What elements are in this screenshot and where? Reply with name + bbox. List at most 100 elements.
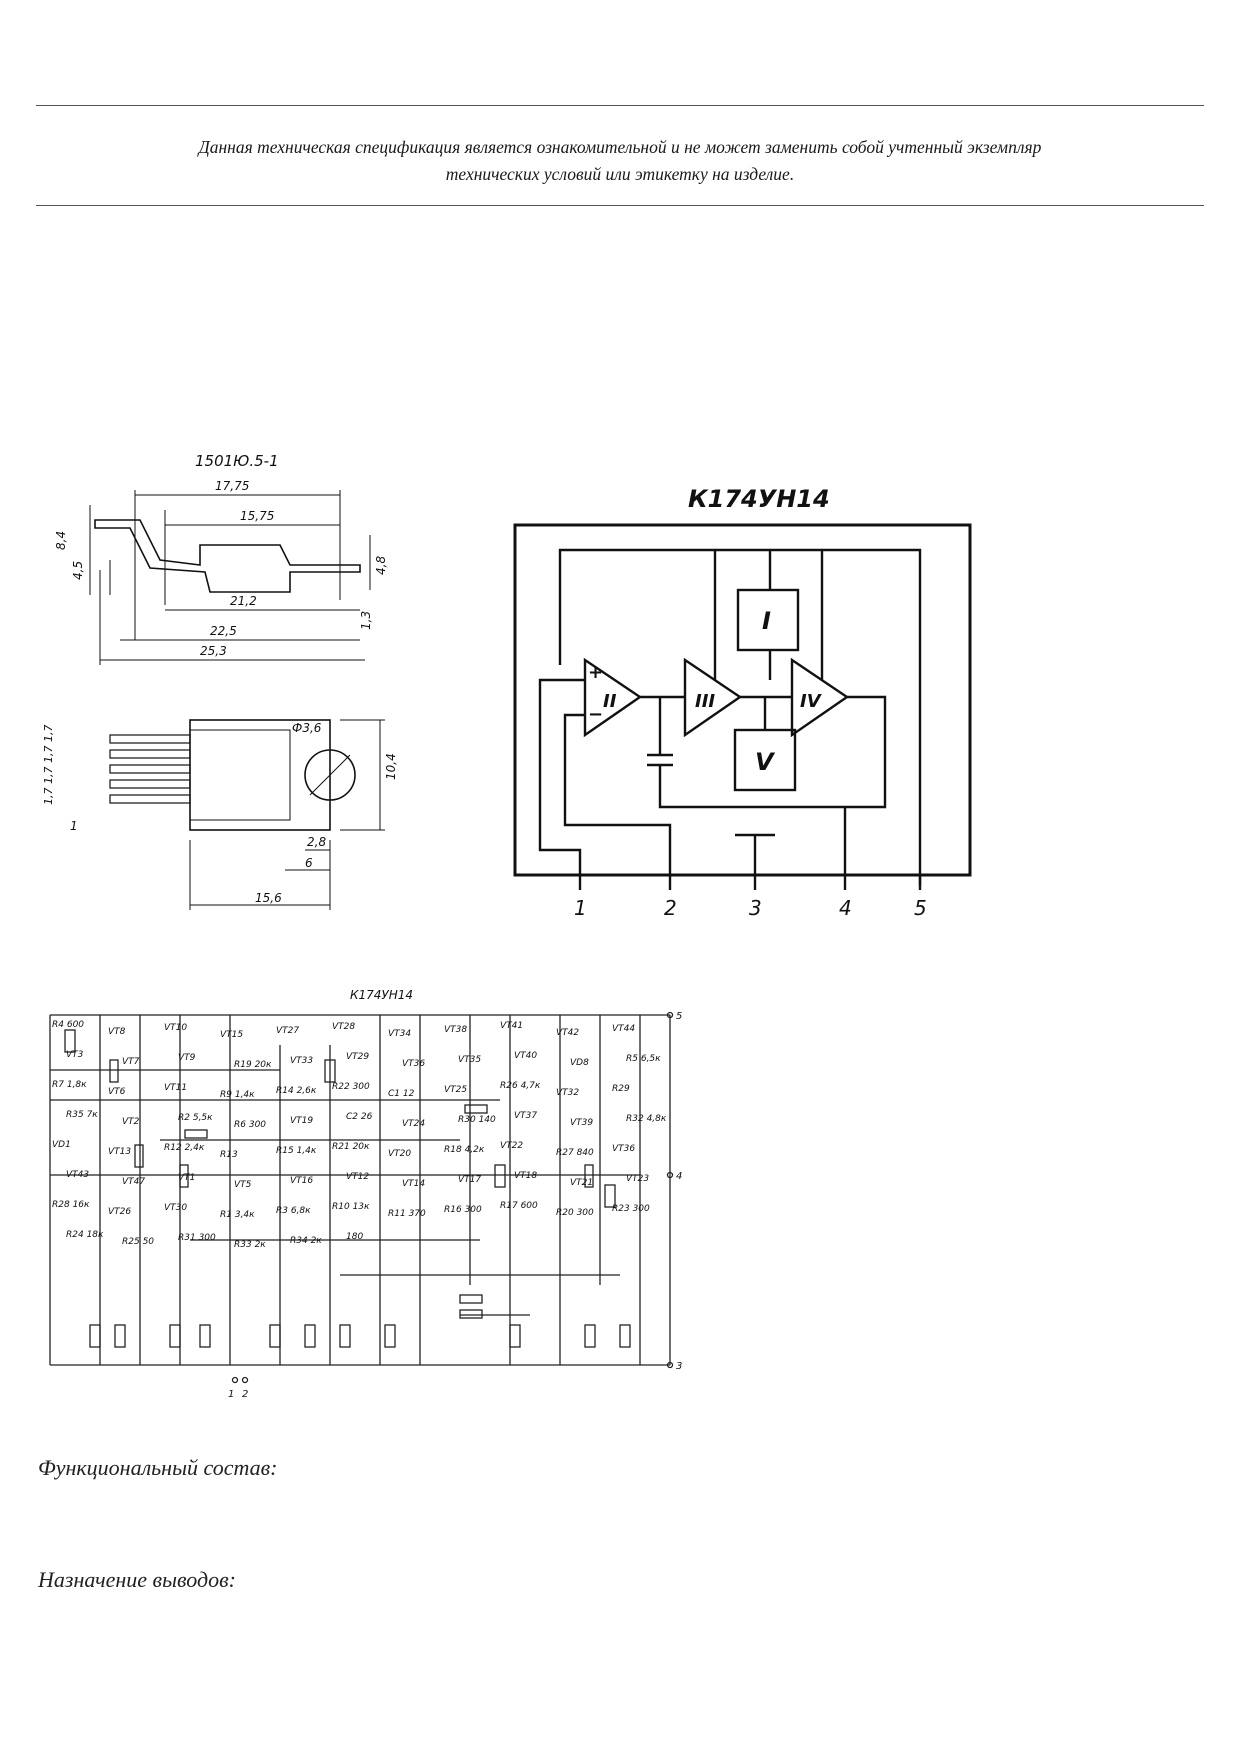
dim-25-3: 25,3 [200, 644, 227, 658]
dim-10-4: 10,4 [384, 753, 398, 780]
schematic-component-label: VT17 [458, 1175, 481, 1185]
schematic-component-label: VT44 [612, 1024, 635, 1034]
schematic-component-label: VT19 [290, 1116, 313, 1126]
schematic-component-label: R14 2,6к [276, 1086, 317, 1096]
terminal-4: 4 [676, 1171, 682, 1182]
schematic-component-label: R1 3,4к [220, 1210, 255, 1220]
schematic-component-label: VT35 [458, 1055, 481, 1065]
schematic-component-label: VT39 [570, 1118, 593, 1128]
block-V [733, 728, 797, 792]
top-divider [36, 105, 1204, 106]
schematic-component-label: R21 20к [332, 1142, 370, 1152]
block-I [736, 588, 800, 652]
schematic-component-label: R20 300 [556, 1208, 594, 1218]
schematic-component-label: VT26 [108, 1207, 131, 1217]
dim-2-8: 2,8 [307, 835, 326, 849]
dim-hole: Ф3,6 [292, 721, 322, 735]
package-drawing: 1501Ю.5-1 17,75 15,75 21,2 22,5 25,3 8,4… [42, 452, 398, 910]
schematic-component-label: VT36 [612, 1144, 635, 1154]
schematic-component-label: VT36 [402, 1059, 425, 1069]
schematic-component-label: R33 2к [234, 1240, 266, 1250]
schematic-component-label: R26 4,7к [500, 1081, 541, 1091]
schematic-component-label: R5 6,5к [626, 1054, 661, 1064]
package-side-outline [94, 519, 361, 593]
dim-15-6: 15,6 [255, 891, 282, 905]
dim-1-3: 1,3 [359, 611, 373, 630]
block-diagram-title: К174УН14 [688, 485, 830, 513]
schematic-component-label: VT25 [444, 1085, 467, 1095]
schematic-component-label: VT21 [570, 1178, 593, 1188]
schematic-component-label: R27 840 [556, 1148, 594, 1158]
terminal-3: 3 [676, 1361, 682, 1372]
disclaimer-notice: Данная техническая спецификация является… [36, 134, 1204, 188]
schematic-component-label: VT13 [108, 1147, 131, 1157]
schematic-component-label: R9 1,4к [220, 1090, 255, 1100]
dim-4-5: 4,5 [71, 561, 85, 580]
block-I-label: I [762, 607, 771, 635]
schematic-component-label: VD1 [52, 1140, 71, 1150]
dim-8-4: 8,4 [54, 531, 68, 550]
schematic-component-label: R32 4,8к [626, 1114, 667, 1124]
schematic-component-label: R22 300 [332, 1082, 370, 1092]
schematic-component-label: VT2 [122, 1117, 140, 1127]
block-V-label: V [755, 748, 776, 776]
schematic-component-label: VT42 [556, 1028, 579, 1038]
schematic-component-label: VT47 [122, 1177, 145, 1187]
schematic-component-label: R25 50 [122, 1237, 154, 1247]
schematic-component-label: R2 5,5к [178, 1113, 213, 1123]
schematic-title: К174УН14 [350, 988, 413, 1002]
schematic-component-label: R11 370 [388, 1209, 426, 1219]
disclaimer-line-1: Данная техническая спецификация является… [198, 137, 1042, 157]
schematic-component-label: VT32 [556, 1088, 579, 1098]
block-diagram: К174УН14 I II III IV V + − 1 2 [513, 485, 972, 920]
pin-2-label: 2 [664, 896, 677, 920]
pin-1-label: 1 [574, 896, 587, 920]
schematic-component-label: R30 140 [458, 1115, 496, 1125]
schematic-component-label: VT40 [514, 1051, 537, 1061]
schematic-component-label: R6 300 [234, 1120, 266, 1130]
dim-pitch: 1,7 1,7 1,7 1,7 [42, 725, 55, 805]
bottom-divider [36, 205, 1204, 206]
schematic-component-label: R3 6,8к [276, 1206, 311, 1216]
plus-input: + [588, 662, 603, 683]
schematic-component-label: VT3 [66, 1050, 84, 1060]
schematic-component-label: VT10 [164, 1023, 187, 1033]
terminal-1: 1 [228, 1389, 234, 1400]
chip-outline [513, 523, 972, 877]
package-title: 1501Ю.5-1 [195, 452, 279, 470]
schematic-component-label: VT11 [164, 1083, 187, 1093]
schematic-component-label: VT37 [514, 1111, 537, 1121]
schematic-component-label: VT14 [402, 1179, 425, 1189]
dim-22-5: 22,5 [210, 624, 237, 638]
pin-3-label: 3 [749, 896, 762, 920]
terminal-5: 5 [676, 1011, 682, 1022]
schematic-component-label: VT41 [500, 1021, 523, 1031]
dim-15-75: 15,75 [240, 509, 274, 523]
schematic-component-label: R23 300 [612, 1204, 650, 1214]
schematic-component-label: R7 1,8к [52, 1080, 87, 1090]
block-III-label: III [695, 691, 715, 712]
schematic-component-label: VT20 [388, 1149, 411, 1159]
schematic-component-label: C1 12 [388, 1089, 415, 1099]
schematic-component-label: R13 [220, 1150, 238, 1160]
schematic-component-label: VT6 [108, 1087, 126, 1097]
schematic-component-label: R17 600 [500, 1201, 538, 1211]
schematic-component-label: VT18 [514, 1171, 537, 1181]
amp-II [583, 657, 643, 738]
schematic-component-label: R16 300 [444, 1205, 482, 1215]
schematic-component-label: VT8 [108, 1027, 126, 1037]
terminal-2: 2 [242, 1389, 248, 1400]
schematic-component-label: R28 16к [52, 1200, 90, 1210]
schematic-component-label: VT1 [178, 1173, 195, 1183]
dim-6: 6 [305, 856, 313, 870]
schematic-component-label: R29 [612, 1084, 630, 1094]
dim-17-75: 17,75 [215, 479, 249, 493]
disclaimer-line-2: технических условий или этикетку на изде… [445, 164, 795, 184]
schematic-component-label: 180 [346, 1232, 363, 1242]
schematic-component-label: VT15 [220, 1030, 243, 1040]
schematic-component-label: VD8 [570, 1058, 589, 1068]
schematic-component-label: VT9 [178, 1053, 196, 1063]
block-II-label: II [603, 691, 617, 712]
dim-1: 1 [70, 819, 78, 833]
dim-21-2: 21,2 [230, 594, 257, 608]
